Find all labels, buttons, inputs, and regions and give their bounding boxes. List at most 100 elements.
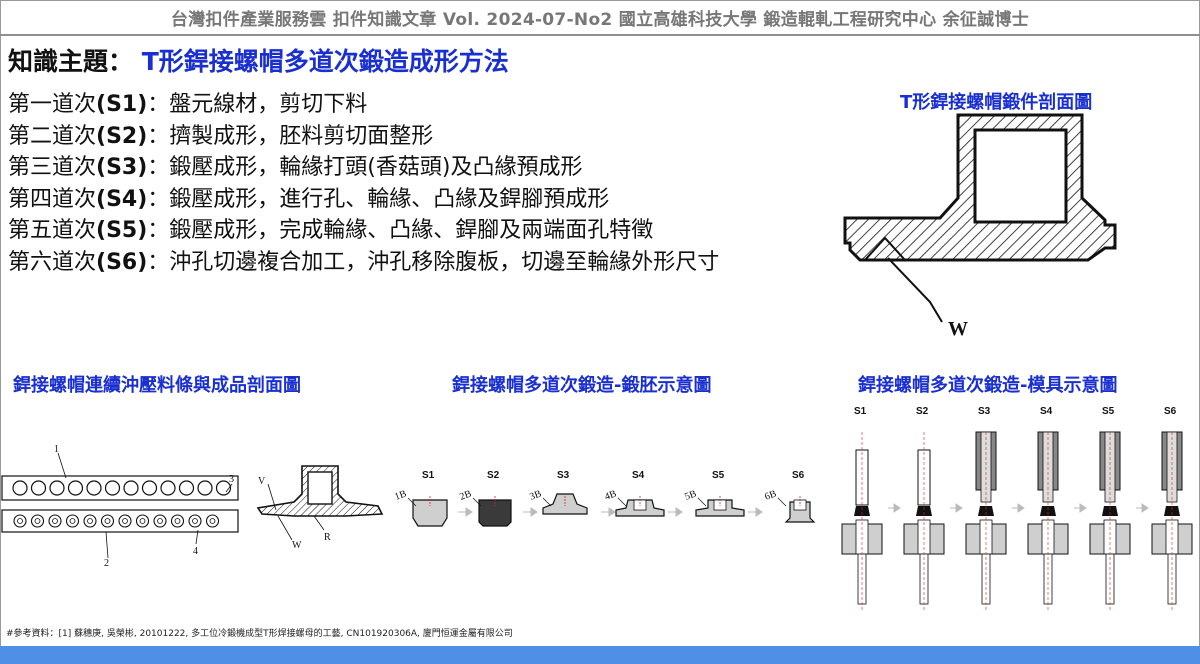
- step-text: ：盤元線材，剪切下料: [147, 92, 368, 117]
- billet-stage-label: S2: [487, 470, 500, 481]
- step-text: ：鍛壓成形，完成輪緣、凸緣、銲腳及兩端面孔特徵: [147, 218, 654, 243]
- strip-hole: [86, 480, 102, 496]
- strip-hole: [49, 480, 65, 496]
- strip-hole: [141, 480, 158, 496]
- billet-part-label: 6B: [763, 488, 778, 502]
- label-r: R: [324, 532, 331, 543]
- strip-blank: [100, 514, 115, 528]
- die-stage-label: S3: [978, 406, 991, 417]
- step-item: 第六道次(S6)：沖孔切邊複合加工，沖孔移除腹板，切邊至輪緣外形尺寸: [8, 247, 719, 279]
- header-banner: 台灣扣件產業服務雲 扣件知識文章 Vol. 2024-07-No2 國立高雄科技…: [170, 9, 1030, 30]
- strip-blank: [135, 514, 150, 528]
- strip-blank: [118, 514, 132, 528]
- strip-hole: [123, 480, 139, 496]
- die-stage: S5: [1089, 406, 1149, 612]
- step-item: 第一道次(S1)：盤元線材，剪切下料: [8, 89, 719, 121]
- strip-blank-hole: [174, 518, 181, 524]
- step-code: (S6): [96, 249, 148, 275]
- strip-blank: [48, 514, 62, 528]
- strip-figure: 1 2 3 4: [1, 444, 239, 569]
- die-stage-label: S2: [916, 406, 929, 417]
- billet-stage-label: S1: [422, 470, 435, 481]
- die-title: 銲接螺帽多道次鍛造-模具示意圖: [858, 375, 1118, 396]
- die-stage-label: S6: [1164, 406, 1177, 417]
- label-w-small: W: [292, 540, 302, 551]
- nut-section-shape: [843, 113, 1117, 262]
- label-w: W: [948, 318, 968, 340]
- label-2: 2: [104, 558, 109, 569]
- strip-hole: [12, 480, 28, 496]
- stage-arrow: [1074, 503, 1087, 513]
- step-text: ：鍛壓成形，輪緣打頭(香菇頭)及凸緣預成形: [147, 155, 583, 180]
- strip-blank: [205, 514, 220, 528]
- billet-stage-label: S6: [792, 470, 805, 481]
- die-stage: S4: [1027, 406, 1087, 612]
- step-code: (S1): [96, 92, 148, 117]
- strip-bottom-row: [1, 509, 239, 533]
- strip-hole: [197, 480, 213, 496]
- leader-line: [887, 257, 943, 323]
- billet-part-label: 4B: [603, 488, 618, 502]
- strip-blank-hole: [157, 518, 163, 524]
- die-workpiece: [1164, 506, 1180, 516]
- strip-top-row: [1, 475, 239, 501]
- topic-label: 知識主題：: [8, 47, 134, 76]
- stage-arrow: [1012, 503, 1025, 513]
- strip-blank-hole: [209, 518, 216, 524]
- stage-arrow: [523, 507, 538, 517]
- strip-blank: [65, 514, 80, 528]
- step-code: (S3): [96, 155, 148, 180]
- step-item: 第二道次(S2)：擠製成形，胚料剪切面整形: [8, 121, 719, 153]
- strip-blank-hole: [87, 518, 93, 524]
- step-item: 第四道次(S4)：鍛壓成形，進行孔、輪緣、凸緣及銲腳預成形: [8, 184, 719, 216]
- billet-stage-label: S3: [557, 470, 570, 481]
- step-prefix: 第四道次: [8, 186, 97, 212]
- cross-section-title: T形銲接螺帽鍛件剖面圖: [900, 92, 1093, 113]
- billet-shape: [412, 499, 448, 527]
- billet-shape: [784, 501, 816, 523]
- label-v: V: [258, 476, 266, 487]
- billet-title: 銲接螺帽多道次鍛造-鍛胚示意圖: [452, 375, 712, 396]
- step-code: (S5): [96, 218, 148, 243]
- strip-blank-hole: [34, 518, 41, 524]
- product-section-figure: V W R: [256, 465, 384, 551]
- die-stages-figure: S1 S2 S3 S4 S5 S6: [841, 406, 1193, 612]
- strip-blank: [83, 514, 97, 528]
- die-stage: S1: [841, 406, 901, 612]
- strip-blank: [188, 514, 202, 528]
- die-workpiece: [978, 506, 994, 516]
- strip-blank-hole: [104, 518, 111, 524]
- die-stage: S6: [1151, 406, 1193, 612]
- die-workpiece: [1040, 506, 1056, 516]
- strip-blank-hole: [69, 518, 76, 524]
- topic-heading: 知識主題： T形銲接螺帽多道次鍛造成形方法: [8, 42, 509, 78]
- strip-blank-hole: [192, 518, 198, 524]
- step-code: (S4): [96, 186, 148, 212]
- step-item: 第五道次(S5)：鍛壓成形，完成輪緣、凸緣、銲腳及兩端面孔特徵: [8, 215, 719, 247]
- stage-arrow: [1136, 503, 1149, 513]
- stage-arrow: [950, 503, 963, 513]
- die-workpiece: [1102, 506, 1118, 516]
- step-text: ：鍛壓成形，進行孔、輪緣、凸緣及銲腳預成形: [147, 186, 610, 212]
- billet-part-label: 3B: [528, 488, 543, 502]
- billet-part-label: 5B: [683, 488, 698, 502]
- die-stage-label: S5: [1102, 406, 1115, 417]
- label-3: 3: [229, 474, 234, 485]
- stage-arrow: [668, 507, 683, 517]
- die-stage-label: S1: [854, 406, 867, 417]
- strip-blank: [170, 514, 185, 528]
- die-stage: S2: [903, 406, 963, 612]
- label-4: 4: [193, 546, 198, 557]
- step-list: 第一道次(S1)：盤元線材，剪切下料 第二道次(S2)：擠製成形，胚料剪切面整形…: [8, 89, 719, 278]
- die-stage: S3: [965, 406, 1025, 612]
- step-prefix: 第三道次: [8, 155, 97, 180]
- bottom-bar: [0, 646, 1200, 664]
- label-1: 1: [54, 444, 59, 455]
- topic-title: T形銲接螺帽多道次鍛造成形方法: [141, 47, 509, 76]
- step-prefix: 第五道次: [8, 218, 97, 243]
- step-text: ：沖孔切邊複合加工，沖孔移除腹板，切邊至輪緣外形尺寸: [147, 249, 720, 275]
